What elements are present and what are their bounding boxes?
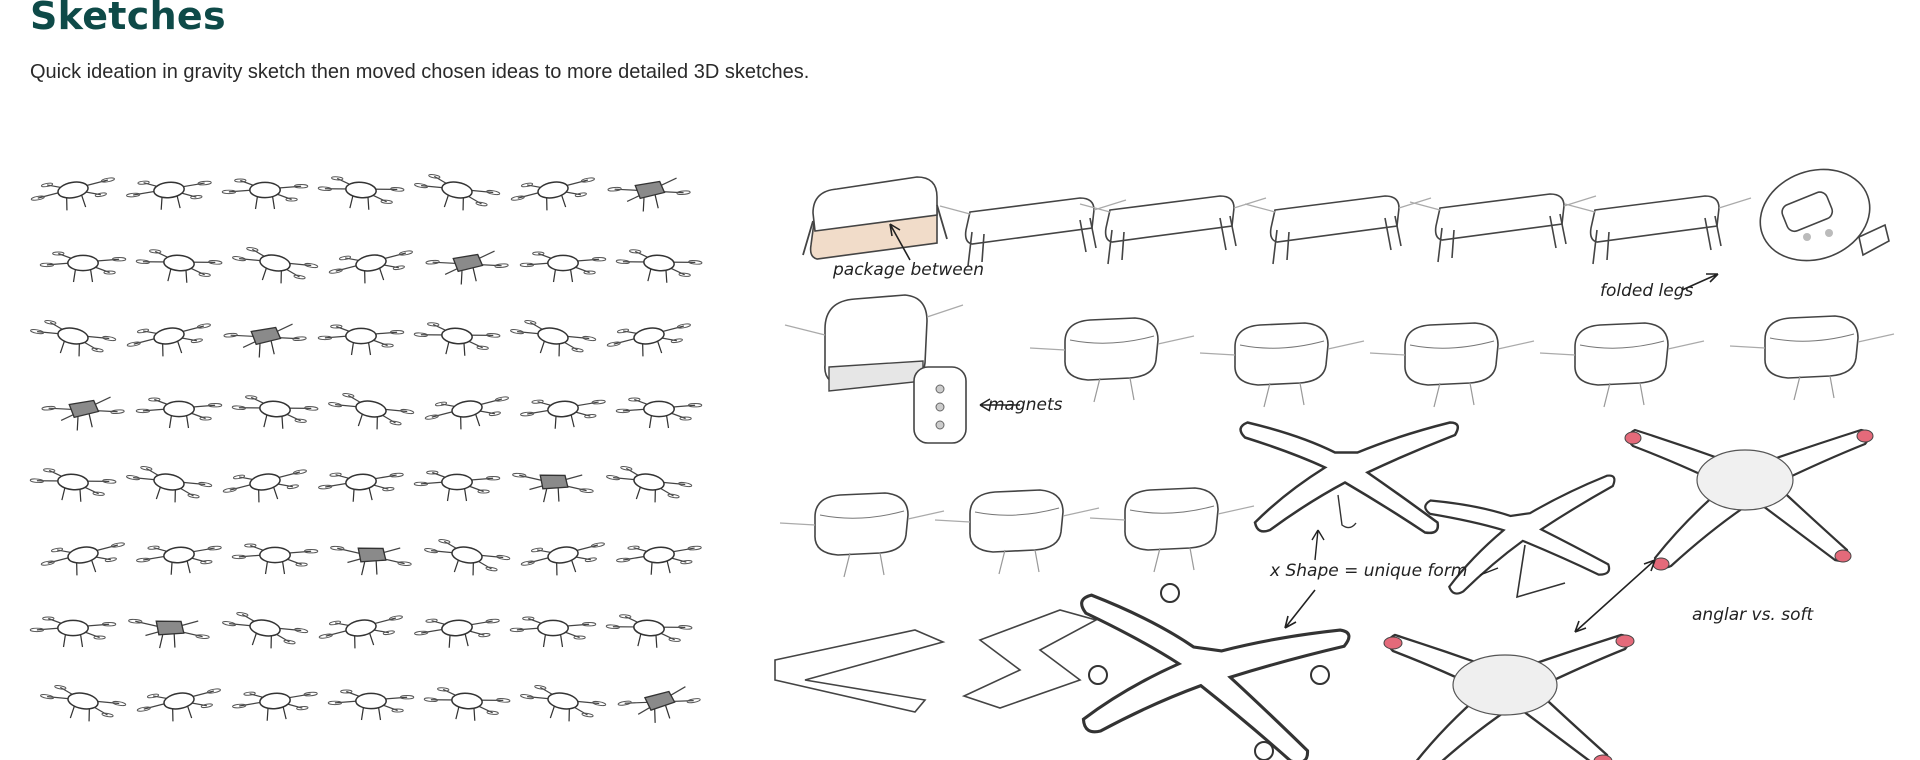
ideation-thumbnail bbox=[324, 389, 416, 436]
ideation-thumbnail bbox=[519, 251, 607, 283]
ideation-thumbnail bbox=[606, 176, 693, 216]
ideation-thumbnail bbox=[38, 535, 130, 582]
ideation-thumbnail bbox=[614, 539, 705, 579]
ideation-thumbnail bbox=[39, 251, 127, 283]
annotation-angular-vs-soft: anglar vs. soft bbox=[1692, 605, 1814, 625]
ideation-thumbnail bbox=[316, 608, 408, 655]
ideation-thumbnail bbox=[221, 178, 309, 210]
sketch-x-frame-1 bbox=[1239, 421, 1460, 535]
ideation-thumbnail bbox=[413, 470, 501, 502]
ideation-thumbnail bbox=[411, 320, 502, 360]
ideation-thumbnail bbox=[125, 614, 212, 654]
ideation-thumbnail bbox=[229, 393, 320, 433]
ideation-thumbnail bbox=[228, 243, 320, 290]
ideation-thumbnail bbox=[615, 397, 703, 429]
page-title: Sketches bbox=[30, 0, 226, 38]
sketch-flat-frame-1 bbox=[774, 629, 946, 713]
annotation-folded-legs: folded legs bbox=[1600, 281, 1694, 301]
ideation-thumbnail bbox=[218, 608, 310, 655]
ideation-thumbnail bbox=[424, 249, 511, 289]
ideation-thumbnail bbox=[134, 539, 225, 579]
sketch-x-frame-2 bbox=[1423, 473, 1629, 599]
sketch-flat-frame-2 bbox=[961, 609, 1099, 709]
ideation-thumbnail bbox=[40, 395, 127, 435]
annotation-x-shape: x Shape = unique form bbox=[1269, 561, 1467, 581]
ideation-thumbnail bbox=[317, 324, 405, 356]
quick-ideation-sketch-grid bbox=[26, 170, 705, 730]
sketch-x-frame-angular bbox=[1383, 633, 1635, 760]
ideation-thumbnail bbox=[124, 174, 215, 214]
ideation-thumbnail bbox=[516, 681, 608, 728]
ideation-thumbnail bbox=[518, 535, 610, 582]
sketch-battery-pod bbox=[784, 294, 964, 392]
ideation-thumbnail bbox=[509, 616, 597, 648]
ideation-thumbnail bbox=[230, 685, 321, 725]
annotation-package-between: package between bbox=[832, 260, 984, 280]
page-subtitle: Quick ideation in gravity sketch then mo… bbox=[30, 61, 810, 83]
sketch-package-box bbox=[802, 176, 948, 260]
ideation-thumbnail bbox=[422, 389, 514, 436]
sketch-folded-legs bbox=[1759, 168, 1890, 262]
sketch-x-frame-soft bbox=[1624, 428, 1874, 571]
ideation-thumbnail bbox=[28, 170, 120, 217]
ideation-thumbnail bbox=[508, 170, 600, 217]
ideation-thumbnail bbox=[327, 541, 414, 581]
ideation-thumbnail bbox=[231, 543, 319, 575]
ideation-thumbnail bbox=[135, 397, 223, 429]
ideation-thumbnail bbox=[420, 535, 512, 582]
ideation-thumbnail bbox=[602, 462, 694, 509]
ideation-thumbnail bbox=[26, 316, 118, 363]
ideation-thumbnail bbox=[315, 174, 406, 214]
sketch-magnet-plate bbox=[913, 366, 967, 444]
ideation-thumbnail bbox=[27, 466, 118, 506]
ideation-thumbnail bbox=[509, 468, 596, 508]
ideation-thumbnail bbox=[412, 612, 503, 652]
ideation-thumbnail bbox=[316, 466, 407, 506]
ideation-thumbnail bbox=[326, 243, 418, 290]
detailed-3d-sketches: package between folded legs magnets x Sh… bbox=[774, 168, 1895, 760]
ideation-thumbnail bbox=[29, 616, 117, 648]
ideation-thumbnail bbox=[616, 683, 704, 730]
ideation-thumbnail bbox=[133, 247, 224, 287]
ideation-thumbnail bbox=[603, 612, 694, 652]
ideation-thumbnail bbox=[410, 170, 502, 217]
ideation-thumbnail bbox=[36, 681, 128, 728]
ideation-thumbnail bbox=[124, 316, 216, 363]
ideation-thumbnail bbox=[421, 685, 512, 725]
ideation-thumbnail bbox=[222, 322, 309, 362]
ideation-thumbnail bbox=[613, 247, 704, 287]
ideation-thumbnail bbox=[327, 689, 415, 721]
annotation-magnets: magnets bbox=[988, 395, 1063, 415]
ideation-thumbnail bbox=[506, 316, 598, 363]
ideation-thumbnail bbox=[220, 462, 312, 509]
ideation-thumbnail bbox=[122, 462, 214, 509]
ideation-thumbnail bbox=[518, 393, 609, 433]
ideation-thumbnail bbox=[134, 681, 226, 728]
sketch-x-frame-round bbox=[1062, 583, 1352, 760]
ideation-thumbnail bbox=[604, 316, 696, 363]
